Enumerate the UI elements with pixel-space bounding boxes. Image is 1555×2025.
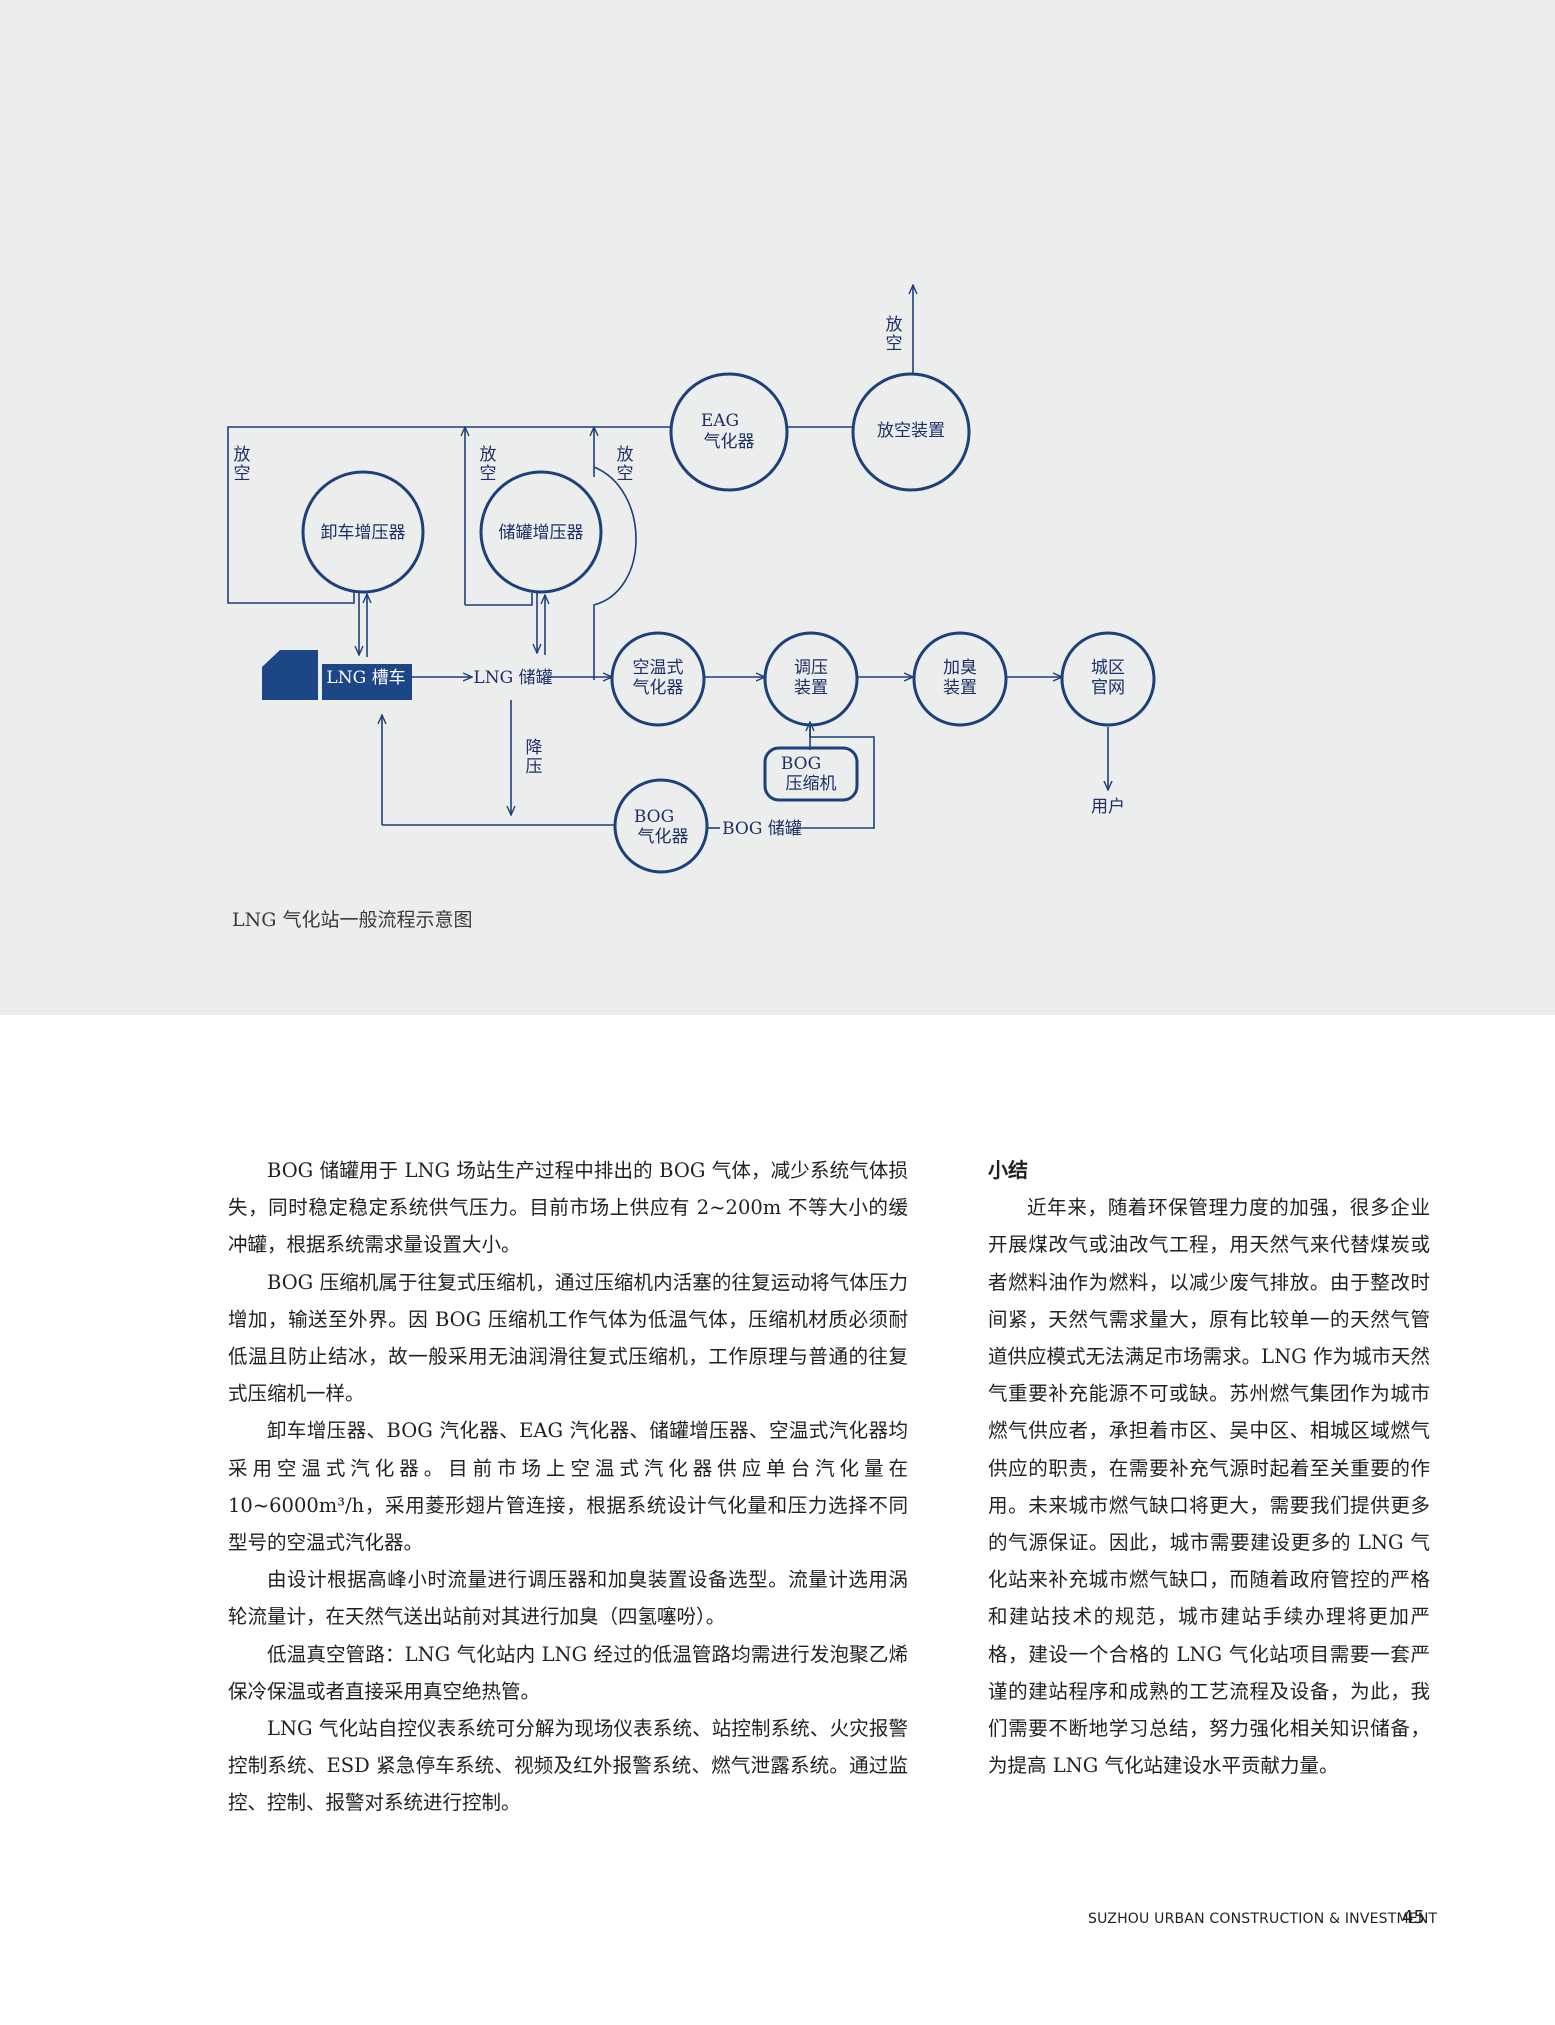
eag-label-line2: 气化器 <box>704 432 755 452</box>
paragraph: 低温真空管路：LNG 气化站内 LNG 经过的低温管路均需进行发泡聚乙烯保冷保温… <box>228 1642 908 1703</box>
bog-vaporizer-line1: BOG <box>634 807 674 827</box>
vent-loop-unload <box>227 426 672 604</box>
unload-booster-label: 卸车增压器 <box>321 523 406 543</box>
left-text-column: BOG 储罐用于 LNG 场站生产过程中排出的 BOG 气体，减少系统气体损失，… <box>228 1152 908 1822</box>
depressurize-label-2: 压 <box>526 757 543 777</box>
regulator-line1: 调压 <box>794 658 828 678</box>
bog-compressor-line2: 压缩机 <box>786 774 837 794</box>
vent-label-c2: 空 <box>617 464 634 484</box>
figure-caption: LNG 气化站一般流程示意图 <box>232 909 473 931</box>
lng-tanker-icon <box>262 650 412 700</box>
paragraph: 由设计根据高峰小时流量进行调压器和加臭装置设备选型。流量计选用涡轮流量计，在天然… <box>228 1568 908 1629</box>
return-arc <box>593 466 637 680</box>
vent-label-c1: 放 <box>617 445 634 465</box>
air-vaporizer-line2: 气化器 <box>633 678 684 698</box>
vent-label-b2: 空 <box>480 464 497 484</box>
city-grid-line2: 官网 <box>1091 678 1125 698</box>
lng-tank-label: LNG 储罐 <box>473 668 552 688</box>
odorizer-line2: 装置 <box>943 678 977 698</box>
figure-panel: 卸车增压器 储罐增压器 EAG 气化器 放空装置 LNG 槽车 LNG 储罐 空… <box>0 0 1555 1015</box>
city-grid-line1: 城区 <box>1091 658 1125 678</box>
vent-device-label: 放空装置 <box>877 421 945 441</box>
depressurize-label-1: 降 <box>526 738 543 758</box>
page-number: 45 <box>1402 1907 1425 1928</box>
air-vaporizer-line1: 空温式 <box>633 658 684 678</box>
paragraph: BOG 储罐用于 LNG 场站生产过程中排出的 BOG 气体，减少系统气体损失，… <box>228 1159 908 1257</box>
unload-booster-node <box>301 470 425 594</box>
vent-device-node <box>851 372 971 492</box>
regulator-node <box>763 631 859 727</box>
tank-booster-label: 储罐增压器 <box>499 523 584 543</box>
vent-loop-tank <box>465 593 533 606</box>
lng-tanker-label: LNG 槽车 <box>326 668 405 688</box>
magazine-footer: SUZHOU URBAN CONSTRUCTION & INVESTMENT <box>1088 1911 1438 1927</box>
air-vaporizer-node <box>610 631 706 727</box>
vent-label-b1: 放 <box>480 445 497 465</box>
vent-label-d2: 空 <box>886 334 903 354</box>
lng-process-flow-diagram: 卸车增压器 储罐增压器 EAG 气化器 放空装置 LNG 槽车 LNG 储罐 空… <box>227 0 1156 874</box>
vent-label-a2: 空 <box>234 464 251 484</box>
eag-vaporizer-node <box>669 372 789 492</box>
bog-tank-label: BOG 储罐 <box>722 819 802 839</box>
eag-label-line1: EAG <box>701 411 739 431</box>
bog-compressor-line1: BOG <box>781 754 821 774</box>
city-grid-node <box>1060 631 1156 727</box>
paragraph: BOG 压缩机属于往复式压缩机，通过压缩机内活塞的往复运动将气体压力增加，输送至… <box>228 1270 908 1406</box>
bog-compressor-node <box>763 746 859 802</box>
odorizer-line1: 加臭 <box>943 658 977 678</box>
regulator-line2: 装置 <box>794 678 828 698</box>
bog-vaporizer-node <box>613 778 709 874</box>
paragraph: 近年来，随着环保管理力度的加强，很多企业开展煤改气或油改气工程，用天然气来代替煤… <box>988 1196 1430 1778</box>
paragraph: 卸车增压器、BOG 汽化器、EAG 汽化器、储罐增压器、空温式汽化器均采用空温式… <box>228 1419 908 1555</box>
odorizer-node <box>912 631 1008 727</box>
tank-booster-node <box>479 470 603 594</box>
users-label: 用户 <box>1091 797 1125 817</box>
right-text-column: 小结 近年来，随着环保管理力度的加强，很多企业开展煤改气或油改气工程，用天然气来… <box>988 1152 1430 1784</box>
paragraph: LNG 气化站自控仪表系统可分解为现场仪表系统、站控制系统、火灾报警控制系统、E… <box>228 1717 908 1815</box>
vent-label-a1: 放 <box>234 445 251 465</box>
bog-vaporizer-line2: 气化器 <box>638 827 689 847</box>
vent-label-d1: 放 <box>886 315 903 335</box>
section-title: 小结 <box>988 1158 1028 1182</box>
